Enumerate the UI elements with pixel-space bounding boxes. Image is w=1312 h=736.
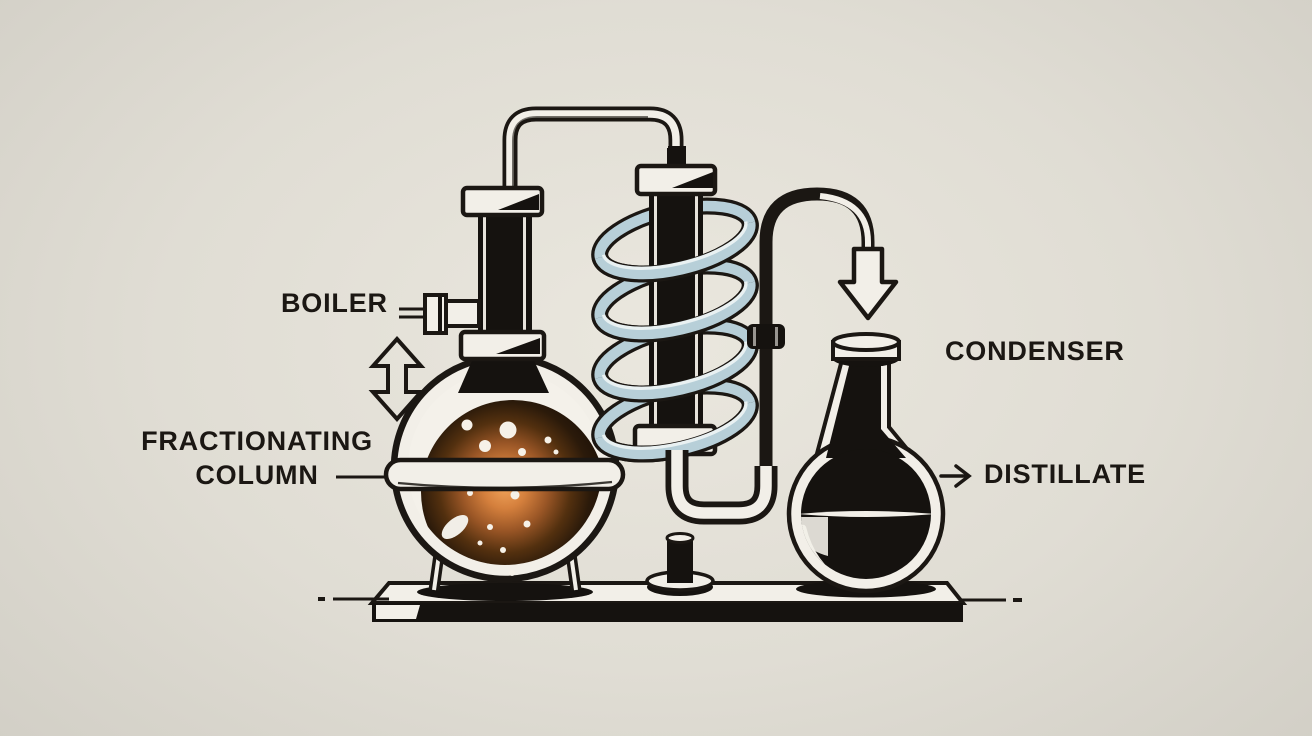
distillate-label: DISTILLATE bbox=[984, 459, 1146, 489]
condenser-label: CONDENSER bbox=[945, 336, 1125, 366]
boiler-flask bbox=[390, 206, 620, 601]
side-arm bbox=[399, 293, 481, 335]
condensate-pipe bbox=[665, 187, 899, 525]
fractionating-column-label: FRACTIONATING COLUMN bbox=[136, 424, 378, 492]
boiler-neck-collar-top bbox=[460, 185, 545, 218]
boiler-shadow bbox=[417, 583, 593, 601]
base-dash-line-left bbox=[318, 597, 389, 601]
condenser-collar-top bbox=[634, 163, 718, 197]
fractionating-column-label-line2: COLUMN bbox=[195, 460, 319, 490]
distillate-arrow-icon bbox=[939, 464, 972, 488]
fractionating-ring bbox=[383, 457, 626, 492]
receiving-flask bbox=[786, 332, 946, 598]
base-dash-line-right bbox=[961, 598, 1022, 602]
flow-arrow-down-icon bbox=[837, 246, 899, 321]
fractionating-column-label-line1: FRACTIONATING bbox=[141, 426, 373, 456]
flask-stopper bbox=[831, 332, 901, 367]
boiler-neck-collar-bottom bbox=[458, 329, 547, 362]
support-peg bbox=[645, 532, 715, 596]
boiler-neck-flare bbox=[458, 354, 549, 393]
condenser-column bbox=[632, 146, 718, 457]
boiler-label: BOILER bbox=[281, 288, 388, 318]
pipe-collar-ring bbox=[747, 324, 785, 349]
updown-arrow-icon bbox=[368, 335, 426, 423]
receiver-liquid-line bbox=[801, 511, 931, 517]
